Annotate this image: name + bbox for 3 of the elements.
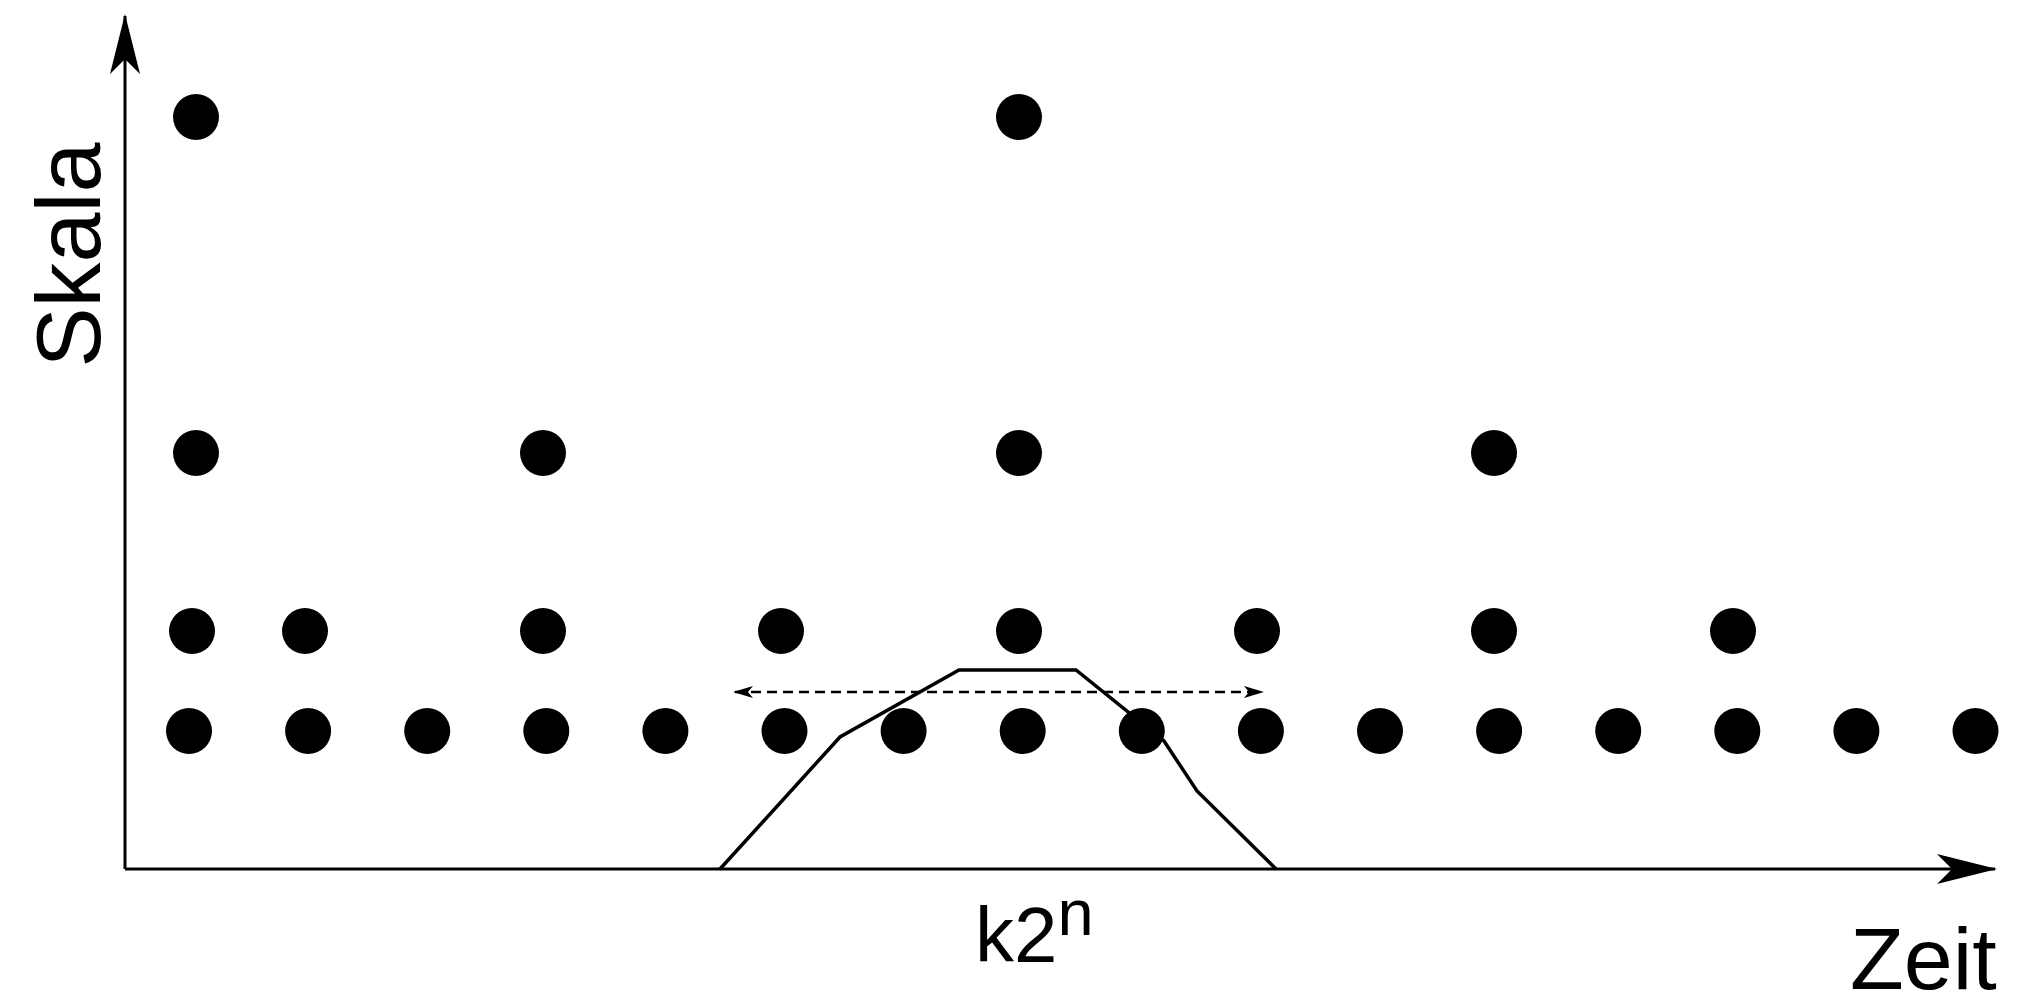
axis-label: Skala	[23, 142, 114, 368]
axis-label: Zeit	[1850, 915, 1997, 997]
width-label: k2$^{n}$	[975, 880, 1094, 974]
